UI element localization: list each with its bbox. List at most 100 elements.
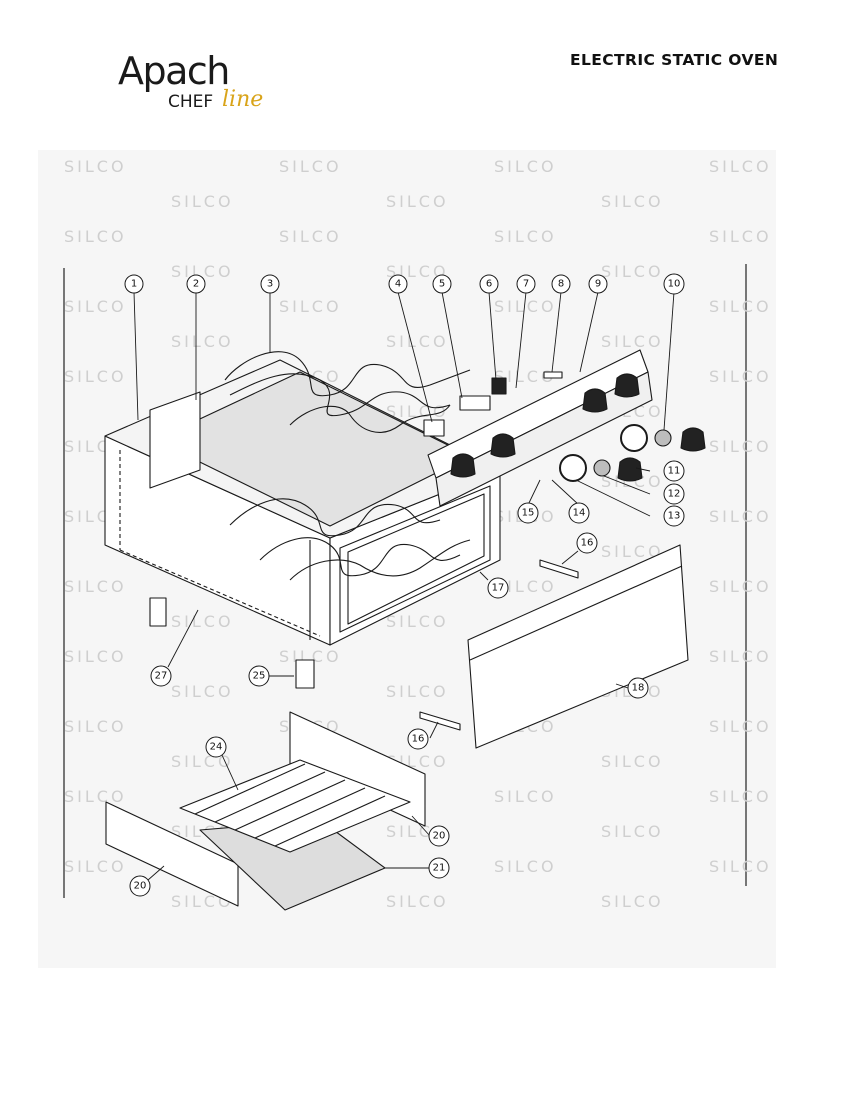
knob [582,388,608,413]
watermark: SILCO [64,647,127,666]
watermark: SILCO [709,787,772,806]
leader-line [147,865,165,881]
callout-circle [428,857,450,879]
watermark: SILCO [171,892,234,911]
watermark: SILCO [64,857,127,876]
callout-circle [568,502,590,524]
callout-circle [432,274,452,294]
thermostat [423,419,445,437]
leader-line [411,815,431,837]
callout-circle [150,665,172,687]
watermark: SILCO [64,717,127,736]
leg [295,659,315,689]
watermark: SILCO [64,367,127,386]
leader-line [615,683,629,689]
callout-24: 24 [210,742,223,753]
watermark: SILCO [279,297,342,316]
callout-2: 2 [193,279,199,290]
watermark: SILCO [601,752,664,771]
callout-circle [627,677,649,699]
leader-line [515,291,527,389]
leader-line [133,291,139,421]
callout-27: 27 [155,671,168,682]
watermark: SILCO [709,157,772,176]
watermark: SILCO [494,367,557,386]
knob-bushing [593,459,611,477]
callout-circle [407,728,429,750]
callout-circle [129,875,151,897]
leader-line [551,479,580,506]
leader-line [561,550,579,565]
callout-circle [205,736,227,758]
heating-element-lower [229,498,441,537]
callout-10: 10 [668,279,681,290]
heating-element-lower [259,537,461,577]
watermark: SILCO [709,437,772,456]
leader-line [479,571,489,581]
callout-circle [576,532,598,554]
brand-sub-line: line [222,87,264,112]
callout-circle [517,502,539,524]
watermark: SILCO [64,787,127,806]
watermark: SILCO [601,542,664,561]
watermark: SILCO [386,332,449,351]
watermark: SILCO [279,647,342,666]
heating-element-lower [289,539,471,581]
watermark: SILCO [709,297,772,316]
callout-11: 11 [668,466,681,477]
leader-line [603,475,651,495]
knob [680,427,706,452]
watermark: SILCO [494,297,557,316]
knob-bushing [654,429,672,447]
callout-18: 18 [632,683,645,694]
door-hinge [539,559,579,579]
watermark: SILCO [601,192,664,211]
callout-circle [663,505,685,527]
callout-circle [260,274,280,294]
watermark: SILCO [171,612,234,631]
oven-door-handle [469,565,683,661]
lamp [543,371,563,379]
watermark: SILCO [709,717,772,736]
callout-20a: 20 [433,831,446,842]
watermark: SILCO [64,157,127,176]
brand-sub-chef: CHEF [168,92,214,112]
oven-door [467,544,689,749]
watermark: SILCO [494,157,557,176]
callout-7: 7 [523,279,529,290]
callout-circle [479,274,499,294]
switch [491,377,507,395]
oven-body [104,359,501,646]
callout-3: 3 [267,279,273,290]
knob-bezel [559,454,587,482]
brand-name: Apach [118,49,230,93]
callout-circle [516,274,536,294]
callout-6: 6 [486,279,492,290]
watermark: SILCO [64,297,127,316]
callout-4: 4 [395,279,401,290]
leader-line [221,754,239,791]
leader-line [579,291,599,373]
callout-15: 15 [522,508,535,519]
callout-13: 13 [668,511,681,522]
watermark: SILCO [386,192,449,211]
callout-21: 21 [433,863,446,874]
side-panel [149,391,201,489]
watermark: SILCO [709,227,772,246]
leader-line [527,479,541,506]
callout-circle [588,274,608,294]
watermark: SILCO [171,682,234,701]
knob [614,373,640,398]
watermark: SILCO [386,892,449,911]
callout-20b: 20 [134,881,147,892]
leader-line [488,291,497,381]
callout-17: 17 [492,583,505,594]
callout-1: 1 [131,279,137,290]
leader-line [575,479,651,517]
callout-circle [663,460,685,482]
watermark: SILCO [494,227,557,246]
callout-14: 14 [573,508,586,519]
watermark: SILCO [709,857,772,876]
watermark: SILCO [279,227,342,246]
